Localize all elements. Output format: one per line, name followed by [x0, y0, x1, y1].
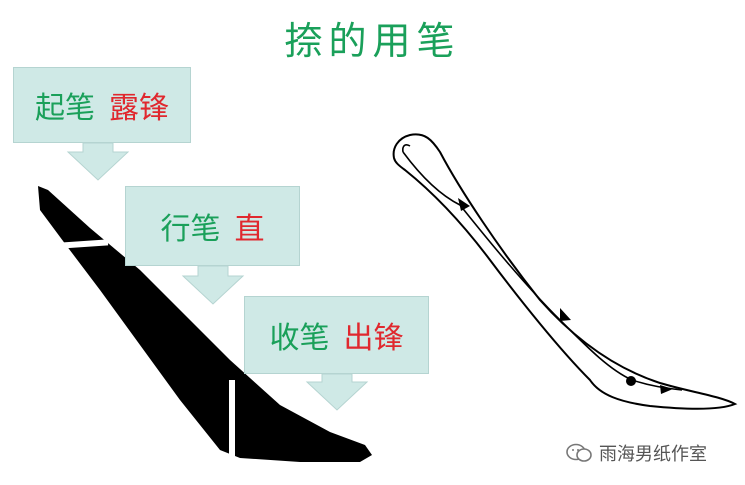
callout-stage-label: 收笔 — [269, 321, 330, 356]
stroke-gap-start — [59, 239, 109, 249]
stroke-inner-path — [402, 151, 683, 391]
callout-middle: 行笔 直 — [125, 186, 300, 266]
callout-technique-label: 出锋 — [343, 321, 404, 356]
down-arrow-icon — [66, 142, 130, 181]
stroke-outline — [392, 133, 738, 410]
callout-start: 起笔 露锋 — [13, 67, 191, 143]
watermark: 雨海男纸作室 — [565, 440, 707, 466]
direction-arrow-icon — [660, 385, 673, 394]
callout-end: 收笔 出锋 — [244, 296, 429, 374]
wechat-icon — [566, 443, 592, 462]
direction-arrow-icon — [560, 308, 571, 321]
stroke-inner-start — [402, 144, 411, 153]
watermark-text: 雨海男纸作室 — [599, 444, 707, 465]
pause-dot-icon — [626, 376, 636, 386]
callout-stage-label: 起笔 — [35, 91, 95, 126]
callout-technique-label: 直 — [234, 212, 265, 247]
stroke-gap-end — [229, 380, 235, 468]
na-stroke-shape — [38, 186, 372, 462]
page-title: 捺的用笔 — [284, 19, 461, 63]
down-arrow-icon — [181, 265, 245, 305]
direction-arrow-icon — [458, 198, 470, 211]
down-arrow-icon — [305, 373, 369, 411]
callout-stage-label: 行笔 — [160, 212, 221, 247]
callout-technique-label: 露锋 — [109, 91, 169, 126]
